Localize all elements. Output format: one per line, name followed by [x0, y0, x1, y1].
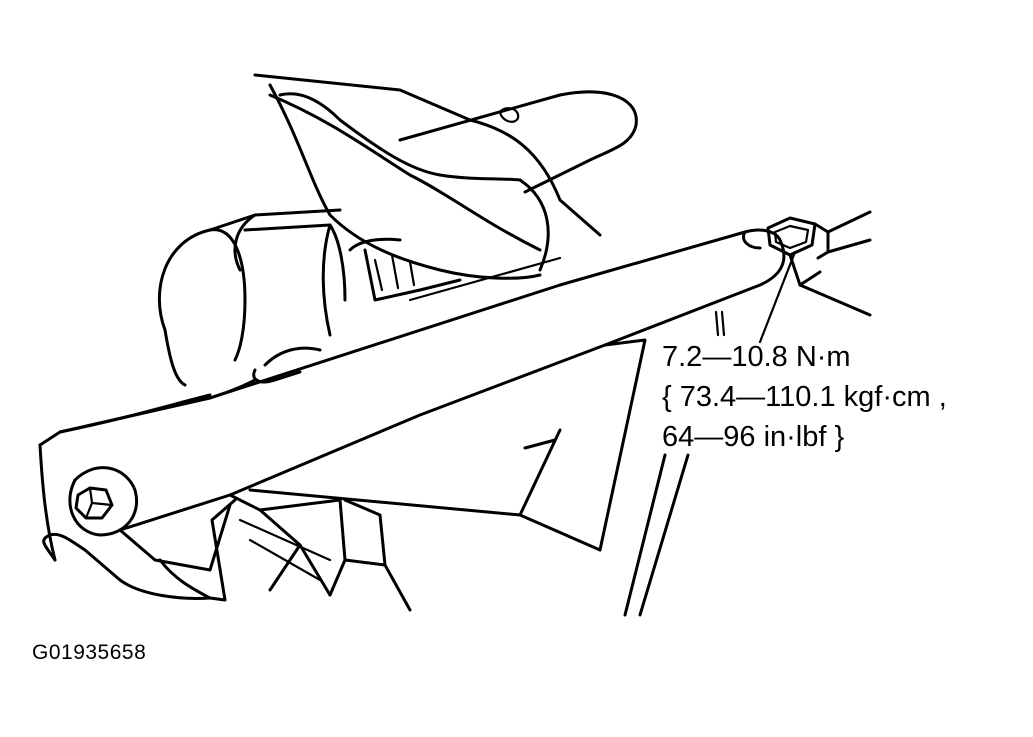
figure-id: G01935658	[32, 641, 147, 664]
pivot-bolt	[766, 216, 830, 260]
motor-hub	[157, 208, 402, 387]
torque-spec-label: 7.2—10.8 N·m { 73.4—110.1 kgf·cm , 64—96…	[662, 337, 947, 457]
lower-linkage	[42, 338, 647, 612]
mounting-bracket	[714, 210, 872, 337]
cover-flap	[268, 83, 550, 302]
base-nut	[68, 466, 138, 537]
leader-line	[758, 250, 797, 344]
torque-inlbf: 64—96 in·lbf }	[662, 421, 845, 453]
linkage-rod	[623, 453, 690, 617]
torque-nm: 7.2—10.8 N·m	[662, 341, 851, 373]
torque-kgfcm: { 73.4—110.1 kgf·cm ,	[662, 381, 947, 413]
wiper-arm	[38, 228, 786, 562]
upper-arm	[253, 73, 638, 252]
